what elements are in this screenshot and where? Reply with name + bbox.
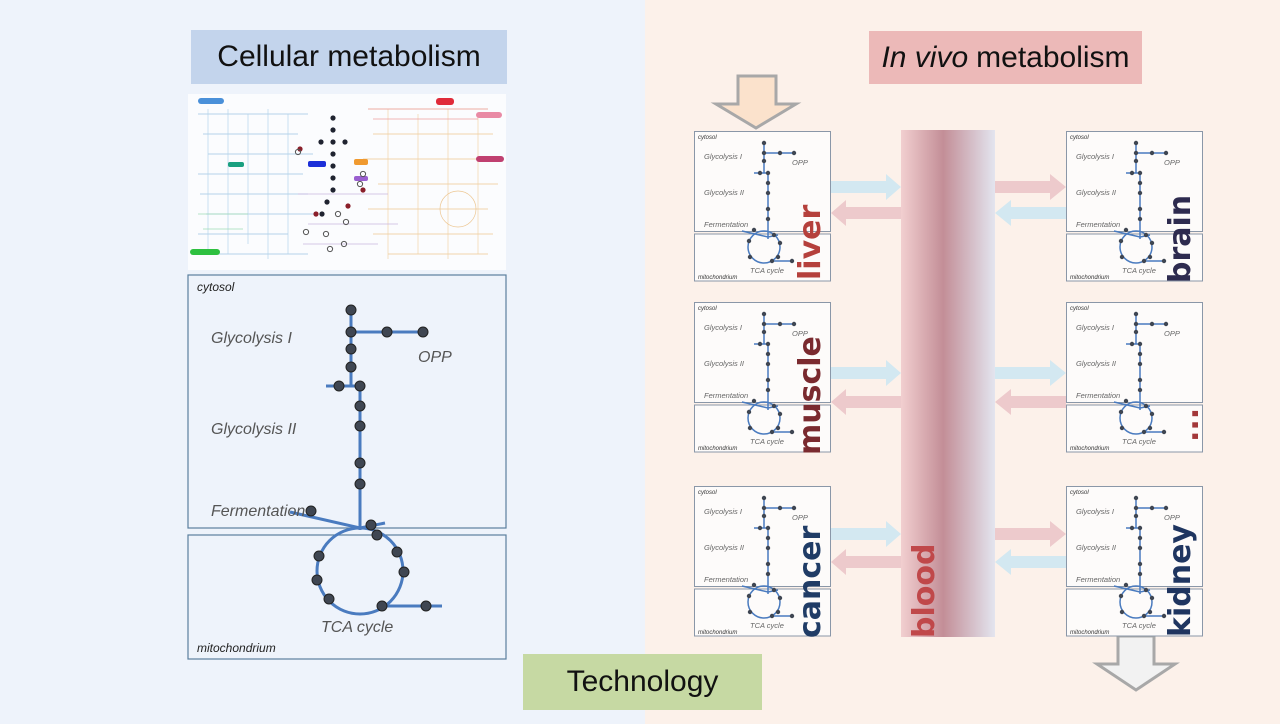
output-arrow-icon [1092, 634, 1180, 692]
technology-text: Technology [566, 665, 719, 698]
mitochondrium-compartment [187, 534, 507, 660]
exchange-arrows [831, 174, 1066, 575]
cytosol-label: cytosol [197, 280, 235, 294]
muscle-label: muscle [793, 336, 828, 455]
cellular-title-text: Cellular metabolism [217, 40, 481, 73]
blood-label: blood [907, 543, 942, 638]
blood-column [901, 130, 995, 637]
kidney-label: kidney [1163, 524, 1198, 637]
metabolic-map-image [190, 98, 504, 259]
more-organs-label: ... [1171, 407, 1206, 442]
metabolic-network-map [188, 94, 506, 270]
opp-label: OPP [418, 349, 452, 366]
brain-label: brain [1163, 194, 1198, 283]
pathway-diagram: cytosol Glycolysis I OPP Glycolysis II F… [187, 274, 507, 660]
invivo-title-text: metabolism [976, 40, 1130, 74]
mitochondrium-label: mitochondrium [197, 641, 276, 655]
input-arrow-icon [710, 74, 802, 130]
tca-cycle-label: TCA cycle [321, 619, 393, 636]
glycolysis-1-label: Glycolysis I [211, 330, 292, 347]
liver-label: liver [793, 204, 828, 280]
fermentation-label: Fermentation [211, 503, 305, 520]
cytosol-compartment [187, 274, 507, 529]
technology-box: Technology [523, 654, 762, 710]
cancer-label: cancer [793, 525, 828, 638]
glycolysis-2-label: Glycolysis II [211, 421, 297, 438]
cellular-metabolism-title: Cellular metabolism [191, 30, 507, 84]
invivo-title-italic: In vivo [881, 40, 969, 74]
